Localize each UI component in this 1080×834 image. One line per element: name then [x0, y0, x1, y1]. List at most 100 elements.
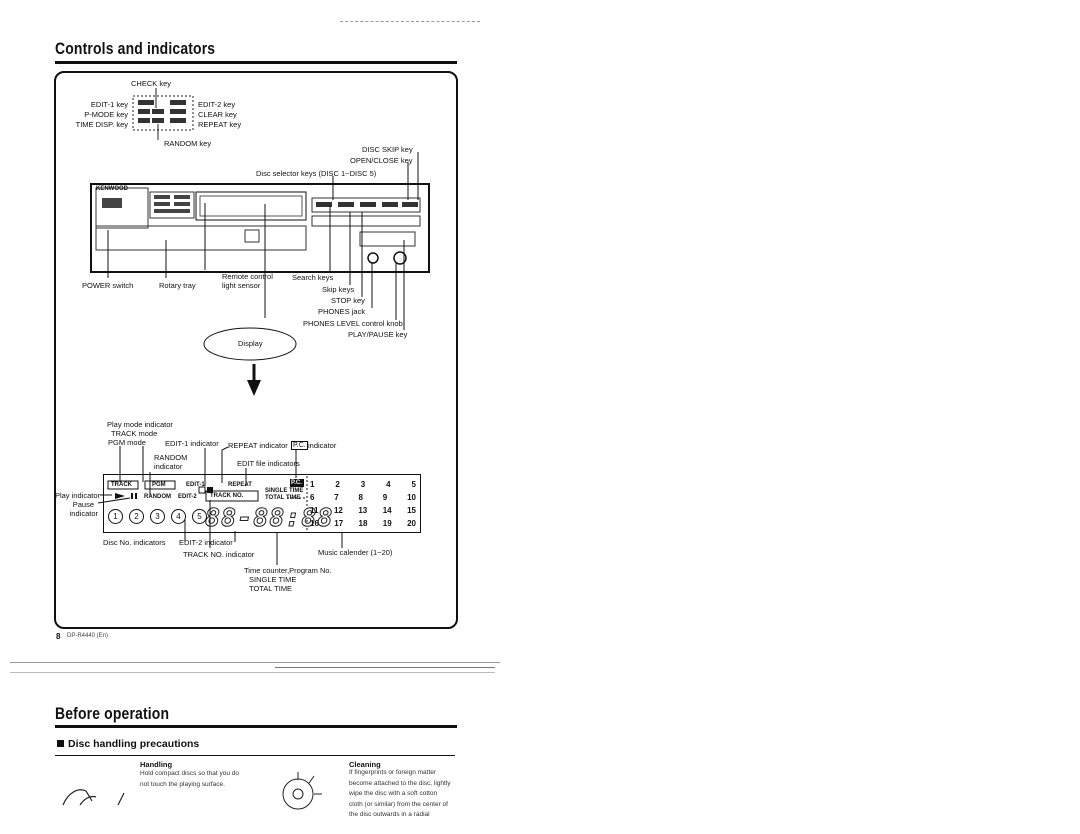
repeat-indicator-label: REPEAT indicator — [228, 441, 288, 450]
calendar-cell: 2 — [335, 480, 340, 489]
edit1-indicator-label: EDIT-1 indicator — [165, 439, 219, 448]
stop-key-label: STOP key — [331, 296, 365, 305]
check-key-label: CHECK key — [131, 79, 172, 88]
open-close-key-label: OPEN/CLOSE key — [350, 156, 413, 165]
calendar-cell: 18 — [358, 519, 368, 528]
skip-keys-label: Skip keys — [322, 285, 355, 294]
disc-selector-keys-label: Disc selector keys (DISC 1~DISC 5) — [256, 169, 377, 178]
handling-text: Hold compact discs so that you do not to… — [140, 769, 239, 790]
music-calendar-label: Music calender (1~20) — [318, 548, 393, 557]
calendar-cell: 17 — [334, 519, 344, 528]
figure-frame — [54, 71, 458, 629]
display-label: Display — [238, 339, 263, 348]
calendar-cell: 6 — [310, 493, 315, 502]
cleaning-line: cloth (or similar) from the center of — [349, 800, 448, 808]
repeat-key-label: REPEAT key — [198, 120, 242, 129]
rotary-tray-label: Rotary tray — [159, 281, 196, 290]
lcd-graphics — [107, 476, 308, 530]
time-counter-label-1: Time counter,Program No. — [244, 566, 332, 575]
calendar-cell: 7 — [334, 493, 339, 502]
pc-indicator-label: indicator — [308, 441, 337, 450]
edit2-key-label: EDIT-2 key — [198, 100, 236, 109]
model-number: DP-R4440 (En) — [67, 633, 109, 639]
lcd-repeat: REPEAT — [228, 482, 252, 488]
scan-line — [10, 672, 495, 673]
calendar-cell: 9 — [382, 493, 388, 502]
calendar-cell: 12 — [333, 506, 343, 515]
scan-line — [10, 662, 500, 663]
calendar-cell: 4 — [386, 480, 391, 489]
cleaning-line: the disc outwards in a radial — [349, 811, 430, 818]
calendar-cell: 16 — [310, 519, 319, 528]
disc-no-indicators-label: Disc No. indicators — [103, 538, 166, 547]
top-scan-marks — [340, 21, 480, 22]
remote-keypad-diagram — [132, 88, 194, 140]
bullet-square-icon — [57, 740, 64, 747]
cleaning-line: wipe the disc with a soft cotton — [349, 790, 438, 797]
calendar-cell: 20 — [407, 519, 416, 528]
disc-skip-key-label: DISC SKIP key — [362, 145, 413, 154]
random-indicator-label-2: indicator — [154, 462, 183, 471]
disc-indicator: 5 — [192, 509, 207, 524]
clear-key-label: CLEAR key — [198, 110, 237, 119]
scan-line — [275, 667, 495, 668]
lcd-single-time: SINGLE TIME — [265, 488, 304, 494]
calendar-cell: 3 — [360, 480, 366, 489]
cd-player-front-panel — [90, 183, 430, 273]
calendar-cell: 1 — [310, 480, 315, 489]
lcd-track-badge: TRACK — [111, 482, 132, 488]
pc-box: P.C. — [291, 441, 308, 450]
lcd-random: RANDOM — [144, 494, 171, 500]
calendar-cell: 11 — [310, 506, 319, 515]
before-rule — [55, 725, 457, 728]
hand-holding-disc-illustration — [62, 789, 125, 806]
lcd-track-no: TRACK NO. — [210, 493, 244, 499]
cleaning-title: Cleaning — [349, 760, 381, 769]
calendar-row: 1 2 3 4 5 — [310, 478, 416, 491]
lcd-pgm-badge: PGM — [152, 482, 166, 488]
calendar-cell: 15 — [407, 506, 416, 515]
edit1-key-label: EDIT-1 key — [90, 100, 128, 109]
calendar-cell: 10 — [407, 493, 416, 502]
display-callout — [203, 327, 297, 396]
pause-label: Pause — [72, 500, 94, 509]
lcd-total-time: TOTAL TIME — [265, 495, 301, 501]
calendar-row: 16 17 18 19 20 — [310, 517, 416, 530]
edit2-indicator-label: EDIT-2 indicator — [179, 538, 233, 547]
disc-indicator: 4 — [171, 509, 186, 524]
disc-indicator: 3 — [150, 509, 165, 524]
play-pause-key-label: PLAY/PAUSE key — [348, 330, 408, 339]
remote-sensor-label-1: Remote control — [222, 272, 273, 281]
time-counter-label-3: TOTAL TIME — [249, 584, 293, 593]
power-switch-label: POWER switch — [82, 281, 134, 290]
cleaning-line: If fingerprints or foreign matter — [349, 769, 437, 776]
calendar-cell: 14 — [382, 506, 392, 515]
lcd-edit2: EDIT-2 — [178, 494, 197, 500]
title-rule — [55, 61, 457, 64]
disc-handling-title: Disc handling precautions — [68, 738, 200, 750]
handling-rule — [55, 755, 455, 756]
lcd-disc-indicators: 1 2 3 4 5 — [108, 509, 208, 529]
disc-handling-heading: Disc handling precautions — [57, 738, 199, 750]
handling-line: Hold compact discs so that you do — [140, 770, 239, 777]
cleaning-text: If fingerprints or foreign matter become… — [349, 768, 457, 828]
phones-jack-label: PHONES jack — [318, 307, 366, 316]
timedisp-key-label: TIME DISP. key — [75, 120, 128, 129]
section-title-controls: Controls and indicators — [55, 39, 216, 58]
calendar-cell: 13 — [358, 506, 368, 515]
lcd-edit1: EDIT-1 — [186, 482, 205, 488]
handling-line: not touch the playing surface. — [140, 780, 225, 788]
calendar-cell: 19 — [382, 519, 392, 528]
handling-title: Handling — [140, 760, 173, 769]
play-mode-indicator-label: Play mode indicator — [107, 420, 173, 429]
calendar-row: 11 12 13 14 15 — [310, 504, 416, 517]
track-mode-label: TRACK mode — [111, 429, 158, 438]
pause-indicator-label: indicator — [69, 509, 98, 518]
calendar-cell: 5 — [411, 480, 416, 489]
phones-level-label: PHONES LEVEL control knob — [303, 319, 403, 328]
section-title-before-operation: Before operation — [55, 704, 170, 723]
search-keys-label: Search keys — [292, 273, 334, 282]
